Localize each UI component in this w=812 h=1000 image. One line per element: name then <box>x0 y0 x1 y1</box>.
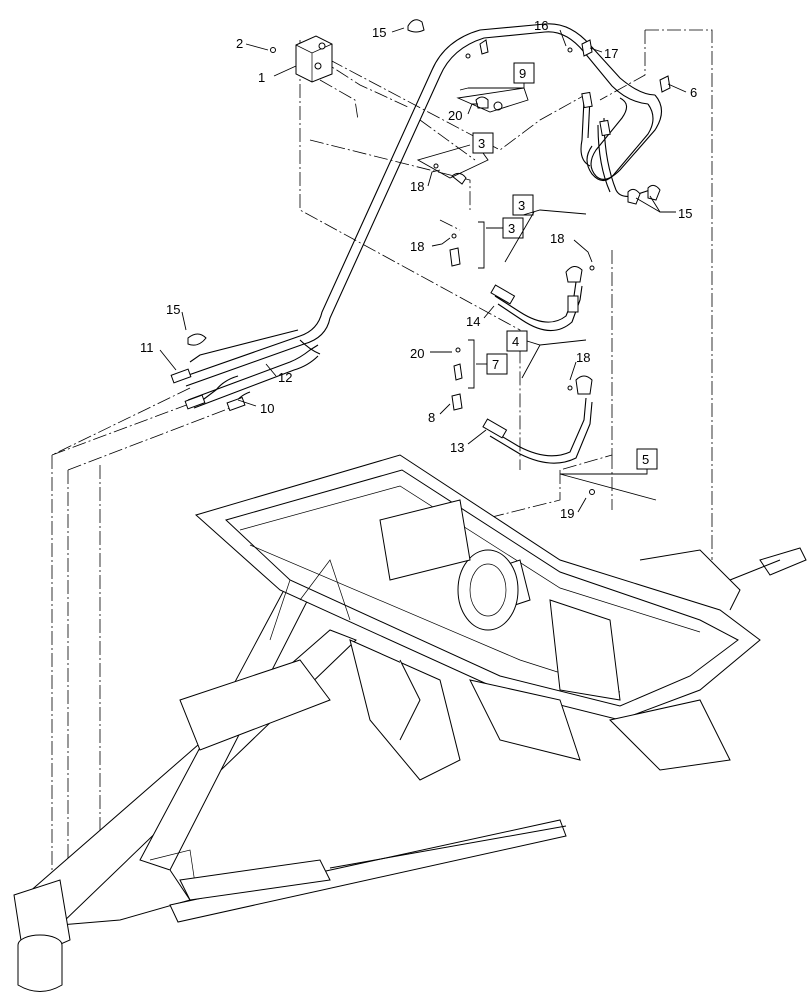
callout-7: 7 <box>492 357 499 372</box>
callout-labels: 1 2 3 3 3 4 5 6 7 8 9 10 11 12 13 14 15 … <box>140 18 697 521</box>
callout-18: 18 <box>410 239 424 254</box>
callout-3: 3 <box>478 136 485 151</box>
callout-14: 14 <box>466 314 480 329</box>
callout-12: 12 <box>278 370 292 385</box>
valve-block <box>295 35 333 83</box>
callout-13: 13 <box>450 440 464 455</box>
callout-3: 3 <box>508 221 515 236</box>
callout-18: 18 <box>410 179 424 194</box>
callout-11: 11 <box>140 340 154 355</box>
callout-15: 15 <box>166 302 180 317</box>
tube-end-fittings <box>170 368 246 412</box>
callout-1: 1 <box>258 70 265 85</box>
callout-20: 20 <box>448 108 462 123</box>
callout-18: 18 <box>576 350 590 365</box>
callout-8: 8 <box>428 410 435 425</box>
small-fittings <box>187 19 671 346</box>
callout-2: 2 <box>236 36 243 51</box>
callout-15: 15 <box>678 206 692 221</box>
callout-boxes <box>472 62 658 470</box>
trailer-chassis <box>13 454 807 992</box>
callout-6: 6 <box>690 85 697 100</box>
callout-16: 16 <box>534 18 548 33</box>
callout-17: 17 <box>604 46 618 61</box>
hose-14 <box>449 233 595 332</box>
callout-4: 4 <box>512 334 519 349</box>
callout-5: 5 <box>642 452 649 467</box>
callout-9: 9 <box>519 66 526 81</box>
leader-lines <box>159 27 687 513</box>
hose-13 <box>451 347 595 495</box>
callout-19: 19 <box>560 506 574 521</box>
callout-15: 15 <box>372 25 386 40</box>
callout-10: 10 <box>260 401 274 416</box>
callout-20: 20 <box>410 346 424 361</box>
hydraulic-tube-assembly <box>179 23 663 409</box>
assembly-dash-lines <box>51 29 713 910</box>
callout-3: 3 <box>518 198 525 213</box>
callout-18: 18 <box>550 231 564 246</box>
